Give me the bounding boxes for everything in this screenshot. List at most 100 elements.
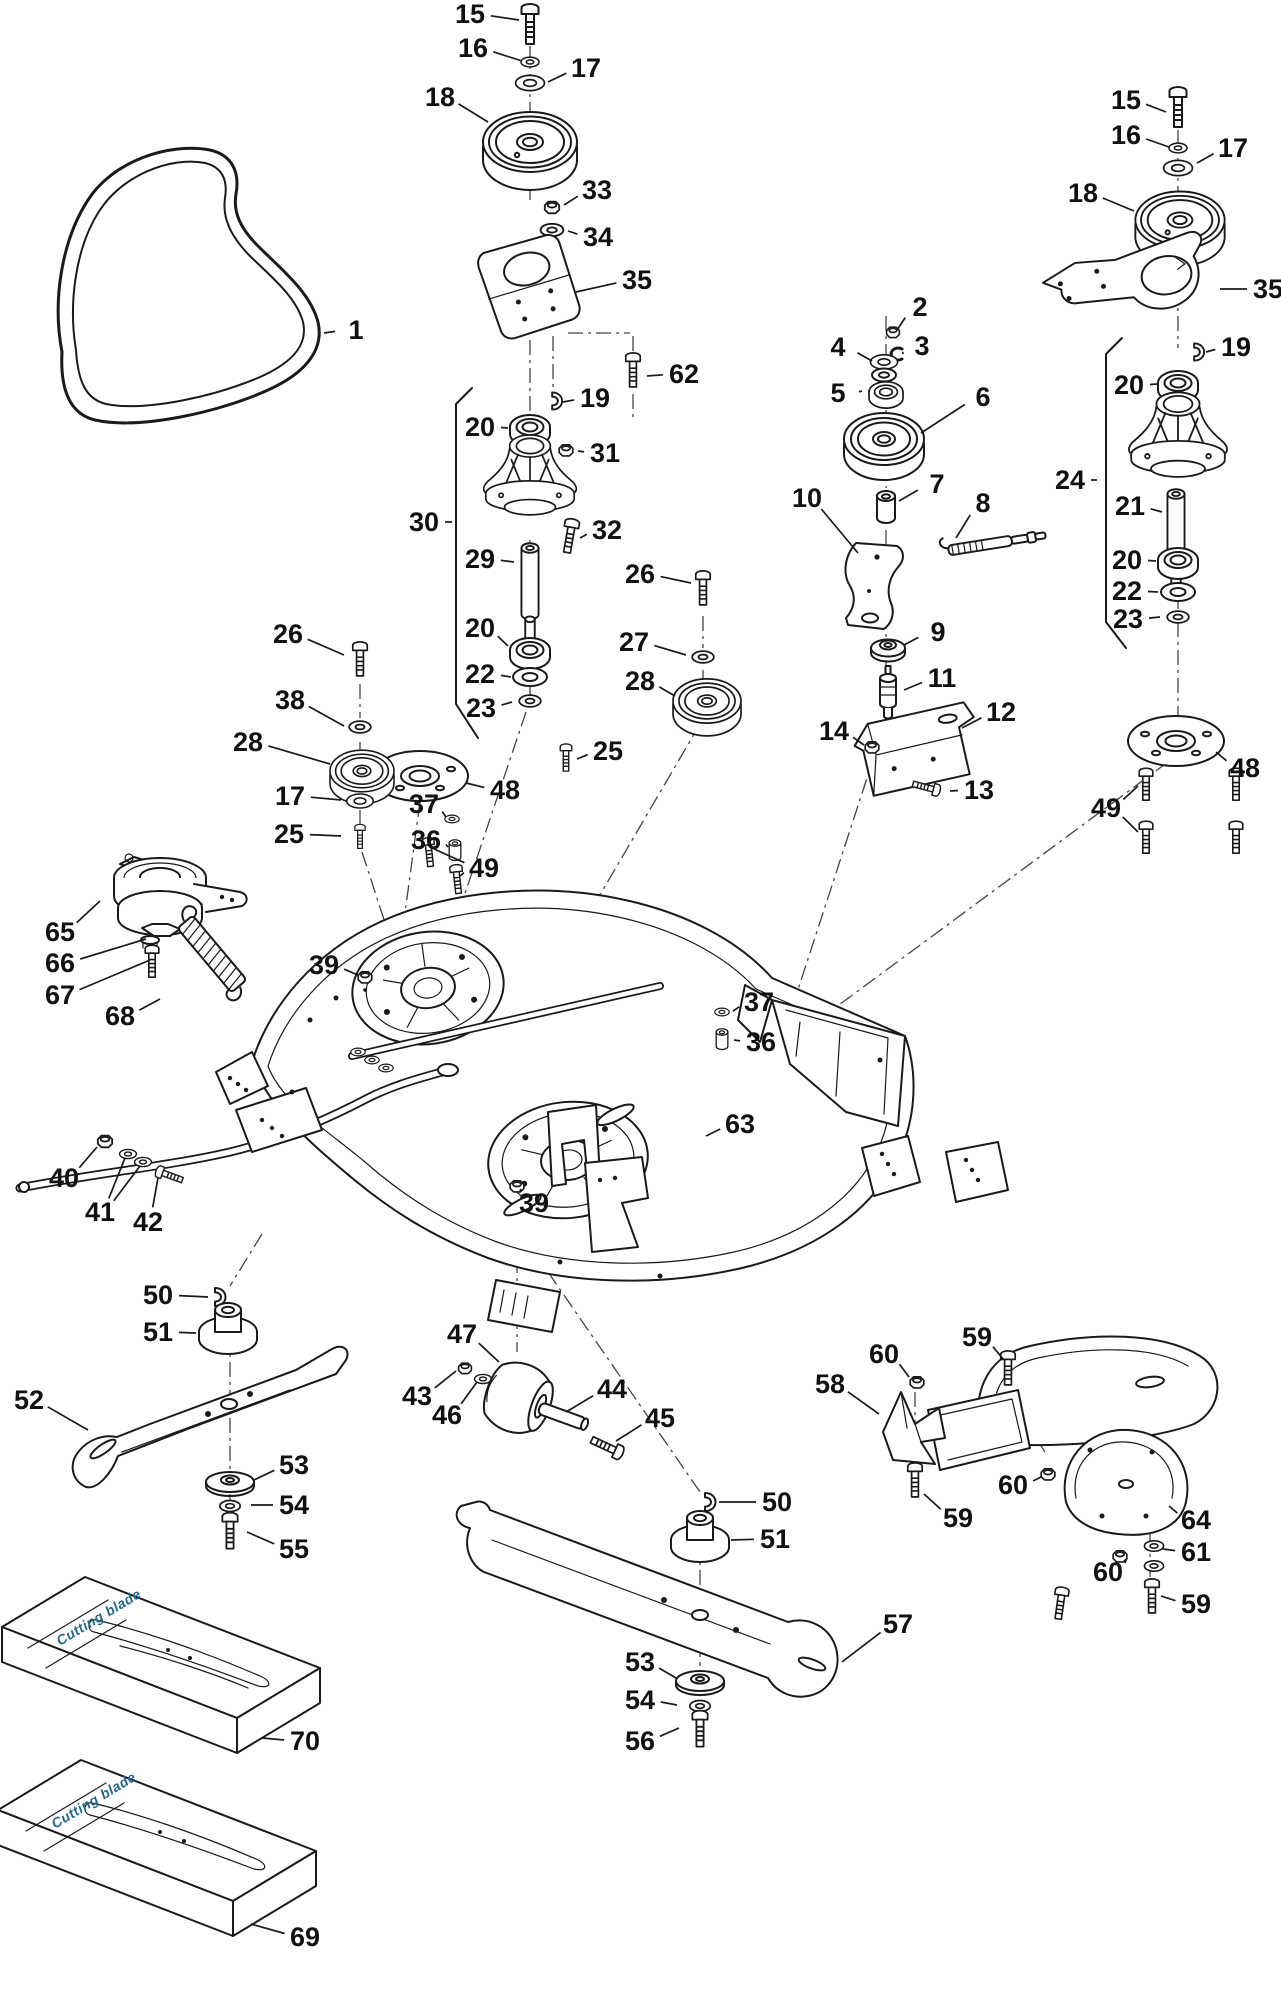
part-callout-25: 25 xyxy=(576,736,623,766)
part-callout-7: 7 xyxy=(898,469,945,502)
bracket-58 xyxy=(882,1391,946,1465)
tension-spring-68 xyxy=(177,905,247,1002)
part-callout-13: 13 xyxy=(949,775,994,805)
part-callout-69: 69 xyxy=(250,1922,320,1952)
part-callout-44: 44 xyxy=(565,1374,627,1413)
svg-text:45: 45 xyxy=(645,1403,675,1433)
svg-text:31: 31 xyxy=(590,438,620,468)
part-callout-42: 42 xyxy=(133,1177,163,1237)
mower-deck xyxy=(15,889,1009,1333)
part-callout-6: 6 xyxy=(920,382,991,434)
svg-text:7: 7 xyxy=(929,469,944,499)
part-callout-32: 32 xyxy=(579,515,622,545)
svg-text:13: 13 xyxy=(964,775,994,805)
part-callout-62: 62 xyxy=(646,359,699,389)
svg-text:15: 15 xyxy=(455,0,485,29)
part-callout-57: 57 xyxy=(841,1609,913,1663)
part-callout-51: 51 xyxy=(730,1524,790,1554)
svg-text:25: 25 xyxy=(593,736,623,766)
svg-text:54: 54 xyxy=(279,1490,309,1520)
svg-text:26: 26 xyxy=(625,559,655,589)
svg-text:21: 21 xyxy=(1115,491,1145,521)
svg-text:15: 15 xyxy=(1111,85,1141,115)
part-callout-16: 16 xyxy=(1111,120,1170,150)
svg-text:23: 23 xyxy=(1113,604,1143,634)
svg-text:70: 70 xyxy=(290,1726,320,1756)
svg-text:59: 59 xyxy=(1181,1589,1211,1619)
part-callout-39: 39 xyxy=(309,950,359,980)
svg-text:25: 25 xyxy=(274,819,304,849)
svg-text:53: 53 xyxy=(279,1450,309,1480)
svg-text:57: 57 xyxy=(883,1609,913,1639)
part-callout-29: 29 xyxy=(465,544,515,574)
svg-text:17: 17 xyxy=(571,53,601,83)
part-callout-20: 20 xyxy=(1112,545,1157,575)
svg-text:60: 60 xyxy=(1093,1557,1123,1587)
svg-text:60: 60 xyxy=(869,1339,899,1369)
part-callout-37: 37 xyxy=(732,987,774,1017)
part-callout-60: 60 xyxy=(869,1339,910,1378)
blade-washer-53b xyxy=(675,1670,725,1696)
part-callout-59: 59 xyxy=(1160,1589,1211,1619)
part-callout-66: 66 xyxy=(45,938,147,978)
part-callout-58: 58 xyxy=(815,1369,880,1415)
part-callout-3: 3 xyxy=(901,331,930,361)
svg-text:10: 10 xyxy=(792,483,822,513)
part-callout-45: 45 xyxy=(615,1403,675,1442)
svg-text:65: 65 xyxy=(45,917,75,947)
svg-text:33: 33 xyxy=(582,175,612,205)
svg-text:14: 14 xyxy=(819,716,849,746)
svg-text:35: 35 xyxy=(1253,274,1281,304)
svg-text:41: 41 xyxy=(85,1197,115,1227)
svg-text:11: 11 xyxy=(928,663,957,693)
part-callout-10: 10 xyxy=(792,483,859,554)
svg-text:20: 20 xyxy=(465,412,495,442)
svg-text:66: 66 xyxy=(45,948,75,978)
svg-text:47: 47 xyxy=(447,1319,477,1349)
left-idler-stack xyxy=(329,641,395,850)
svg-text:2: 2 xyxy=(912,292,927,322)
svg-text:68: 68 xyxy=(105,1001,135,1031)
svg-text:5: 5 xyxy=(830,378,845,408)
part-callout-17: 17 xyxy=(547,53,601,83)
part-callout-18: 18 xyxy=(1068,178,1135,212)
cutting-blade-57 xyxy=(455,1500,839,1698)
svg-text:4: 4 xyxy=(830,332,845,362)
part-callout-38: 38 xyxy=(275,685,345,727)
part-callout-26: 26 xyxy=(625,559,692,589)
svg-text:63: 63 xyxy=(725,1109,755,1139)
clutch-cable-rod-8 xyxy=(938,531,1047,556)
svg-text:43: 43 xyxy=(402,1381,432,1411)
part-callout-61: 61 xyxy=(1162,1537,1211,1567)
part-callout-16: 16 xyxy=(458,33,523,63)
part-callout-53: 53 xyxy=(253,1450,309,1481)
svg-text:19: 19 xyxy=(580,383,610,413)
svg-text:8: 8 xyxy=(975,488,990,518)
part-callout-37: 37 xyxy=(409,789,447,819)
svg-text:46: 46 xyxy=(432,1400,462,1430)
part-callout-14: 14 xyxy=(819,716,865,746)
svg-text:1: 1 xyxy=(348,315,363,345)
svg-text:28: 28 xyxy=(233,727,263,757)
svg-text:20: 20 xyxy=(1112,545,1142,575)
part-callout-19: 19 xyxy=(1205,332,1251,362)
part-callout-48: 48 xyxy=(465,775,520,805)
part-callout-51: 51 xyxy=(143,1317,197,1347)
part-callout-17: 17 xyxy=(1196,133,1248,164)
part-callout-20: 20 xyxy=(465,613,509,647)
deck-bolt-39a xyxy=(357,971,373,992)
part-callout-41: 41 xyxy=(85,1157,141,1227)
part-callout-54: 54 xyxy=(251,1490,309,1520)
svg-text:12: 12 xyxy=(986,697,1016,727)
part-callout-34: 34 xyxy=(567,222,613,252)
part-callout-2: 2 xyxy=(896,292,928,331)
part-callout-11: 11 xyxy=(903,663,957,693)
part-callout-17: 17 xyxy=(275,781,342,811)
part-callout-18: 18 xyxy=(425,82,489,123)
cutting-blade-52 xyxy=(71,1345,349,1489)
svg-text:18: 18 xyxy=(425,82,455,112)
svg-text:20: 20 xyxy=(1114,370,1144,400)
part-callout-49: 49 xyxy=(1091,785,1139,833)
